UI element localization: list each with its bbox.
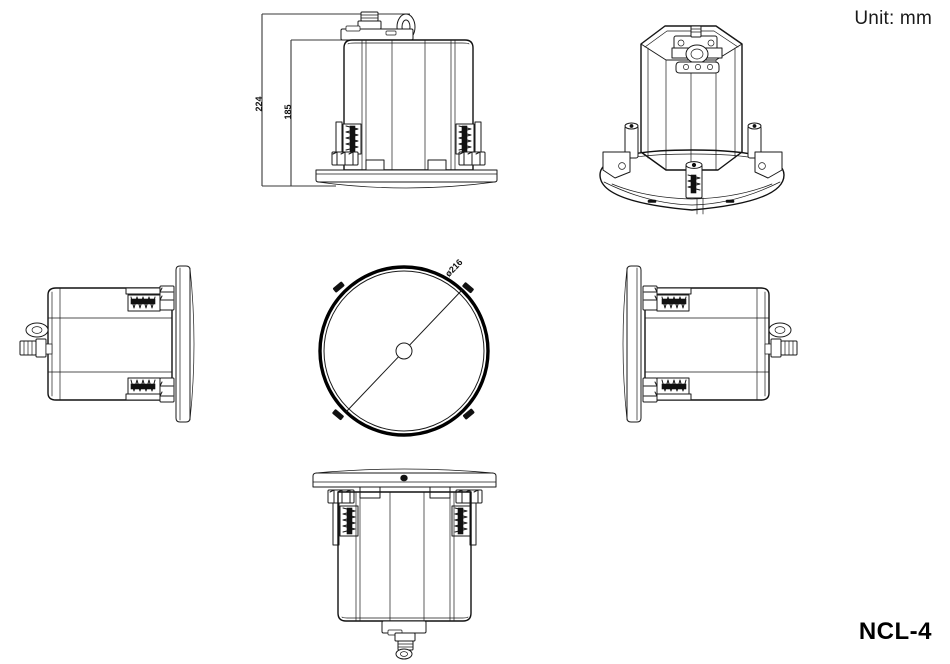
iso-top-plate-assembly [671,25,723,74]
view-inverted-front-elevation [312,468,497,660]
dimension-label-185: 185 [283,104,293,119]
dimension-label-diameter: ø216 [443,257,464,279]
right-spring-clamp-upper [642,285,692,312]
front-housing-body [343,39,474,171]
view-left-side-elevation [19,265,195,423]
left-spring-clamp-upper [125,285,175,312]
model-tag: NCL-4 [858,618,932,645]
left-rear-connector [19,322,53,358]
view-front-elevation [315,11,498,189]
iso-flange-tabs [647,199,735,203]
bottom-center-bore [395,342,413,360]
left-mounting-flange [175,265,195,423]
bottom-clip-tabs [332,281,475,421]
rear-housing-body [337,491,472,622]
unit-note: Unit: mm [854,8,932,29]
front-cable-gland [357,11,382,30]
view-isometric-perspective [599,25,785,215]
rear-mounting-flange [312,468,497,488]
front-spring-clamp-right [455,121,486,166]
front-spring-clamp-left [331,121,362,166]
view-bottom-plan: ø216 [318,257,490,437]
bottom-flange-circle [318,265,490,437]
dimension-label-224: 224 [254,96,264,111]
view-right-side-elevation [622,265,798,423]
right-rear-connector [764,322,798,358]
right-spring-clamp-lower [642,377,692,403]
iso-standoff-posts [624,122,762,159]
rear-spring-clamp-right [451,489,483,546]
front-mounting-flange [315,169,498,189]
left-spring-clamp-lower [125,377,175,403]
front-center-standoffs [365,159,447,171]
bottom-flange-inner-circle [323,270,485,432]
rear-bottom-connector [381,620,427,660]
rear-spring-clamp-left [327,489,359,546]
dimension-group-front-view: 224 185 [254,13,410,187]
right-mounting-flange [622,265,642,423]
iso-front-spring-assembly [685,161,704,215]
iso-clamp-brackets [602,151,783,179]
